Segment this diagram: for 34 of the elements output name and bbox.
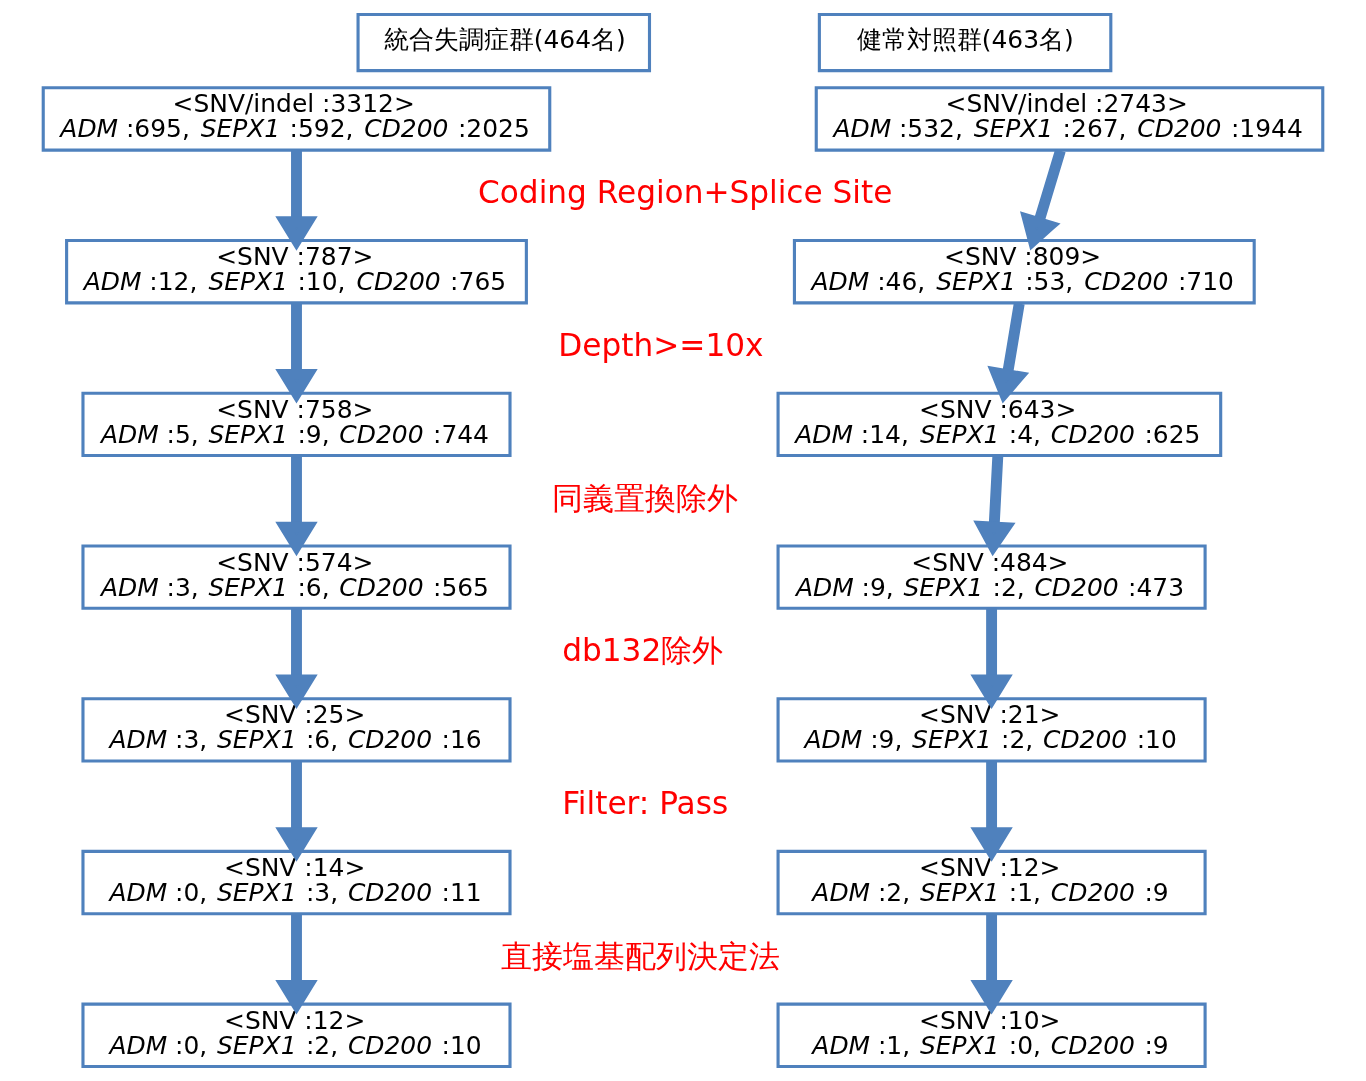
node-box: <SNV :21> ADM :9, SEPX1 :2, CD200 :10 xyxy=(776,697,1207,763)
node-box: <SNV :12> ADM :0, SEPX1 :2, CD200 :10 xyxy=(81,1002,512,1069)
arrow xyxy=(275,761,318,862)
node-box: <SNV/indel :2743> ADM :532, SEPX1 :267, CD200 :1944 xyxy=(814,86,1325,152)
node-box: <SNV :484> ADM :9, SEPX1 :2, CD200 :473 xyxy=(776,544,1207,610)
arrow xyxy=(970,761,1013,862)
arrow xyxy=(275,914,318,1015)
arrow xyxy=(1020,149,1066,251)
node-box: <SNV :25> ADM :3, SEPX1 :6, CD200 :16 xyxy=(81,697,512,763)
arrow xyxy=(987,302,1030,404)
label: Filter: Pass xyxy=(562,785,729,822)
label: Depth>=10x xyxy=(558,326,764,363)
node-box: <SNV :10> ADM :1, SEPX1 :0, CD200 :9 xyxy=(776,1002,1207,1069)
label: Coding Region+Splice Site xyxy=(478,174,893,211)
node-box: 健常対照群(463名) xyxy=(817,12,1113,73)
node-box: 統合失調症群(464名) xyxy=(356,12,652,73)
arrow xyxy=(275,608,318,710)
node-box: <SNV :758> ADM :5, SEPX1 :9, CD200 :744 xyxy=(81,391,512,458)
arrow xyxy=(973,455,1016,557)
node-box: <SNV :14> ADM :0, SEPX1 :3, CD200 :11 xyxy=(81,849,512,916)
arrow xyxy=(275,303,318,404)
label: 直接塩基配列決定法 xyxy=(501,937,781,974)
node-box: <SNV :12> ADM :2, SEPX1 :1, CD200 :9 xyxy=(776,849,1207,916)
node-box: <SNV :574> ADM :3, SEPX1 :6, CD200 :565 xyxy=(81,544,512,610)
node-box: <SNV/indel :3312> ADM :695, SEPX1 :592, CD200 :2025 xyxy=(41,86,552,152)
label: db132除外 xyxy=(562,632,724,669)
arrow xyxy=(970,914,1013,1015)
node-box: <SNV :643> ADM :14, SEPX1 :4, CD200 :625 xyxy=(776,391,1223,458)
node-box: <SNV :809> ADM :46, SEPX1 :53, CD200 :710 xyxy=(792,238,1256,305)
label: 同義置換除外 xyxy=(552,479,739,516)
node-box: <SNV :787> ADM :12, SEPX1 :10, CD200 :765 xyxy=(65,238,528,305)
arrow xyxy=(275,456,318,557)
arrow xyxy=(970,608,1013,710)
arrow xyxy=(275,150,318,251)
